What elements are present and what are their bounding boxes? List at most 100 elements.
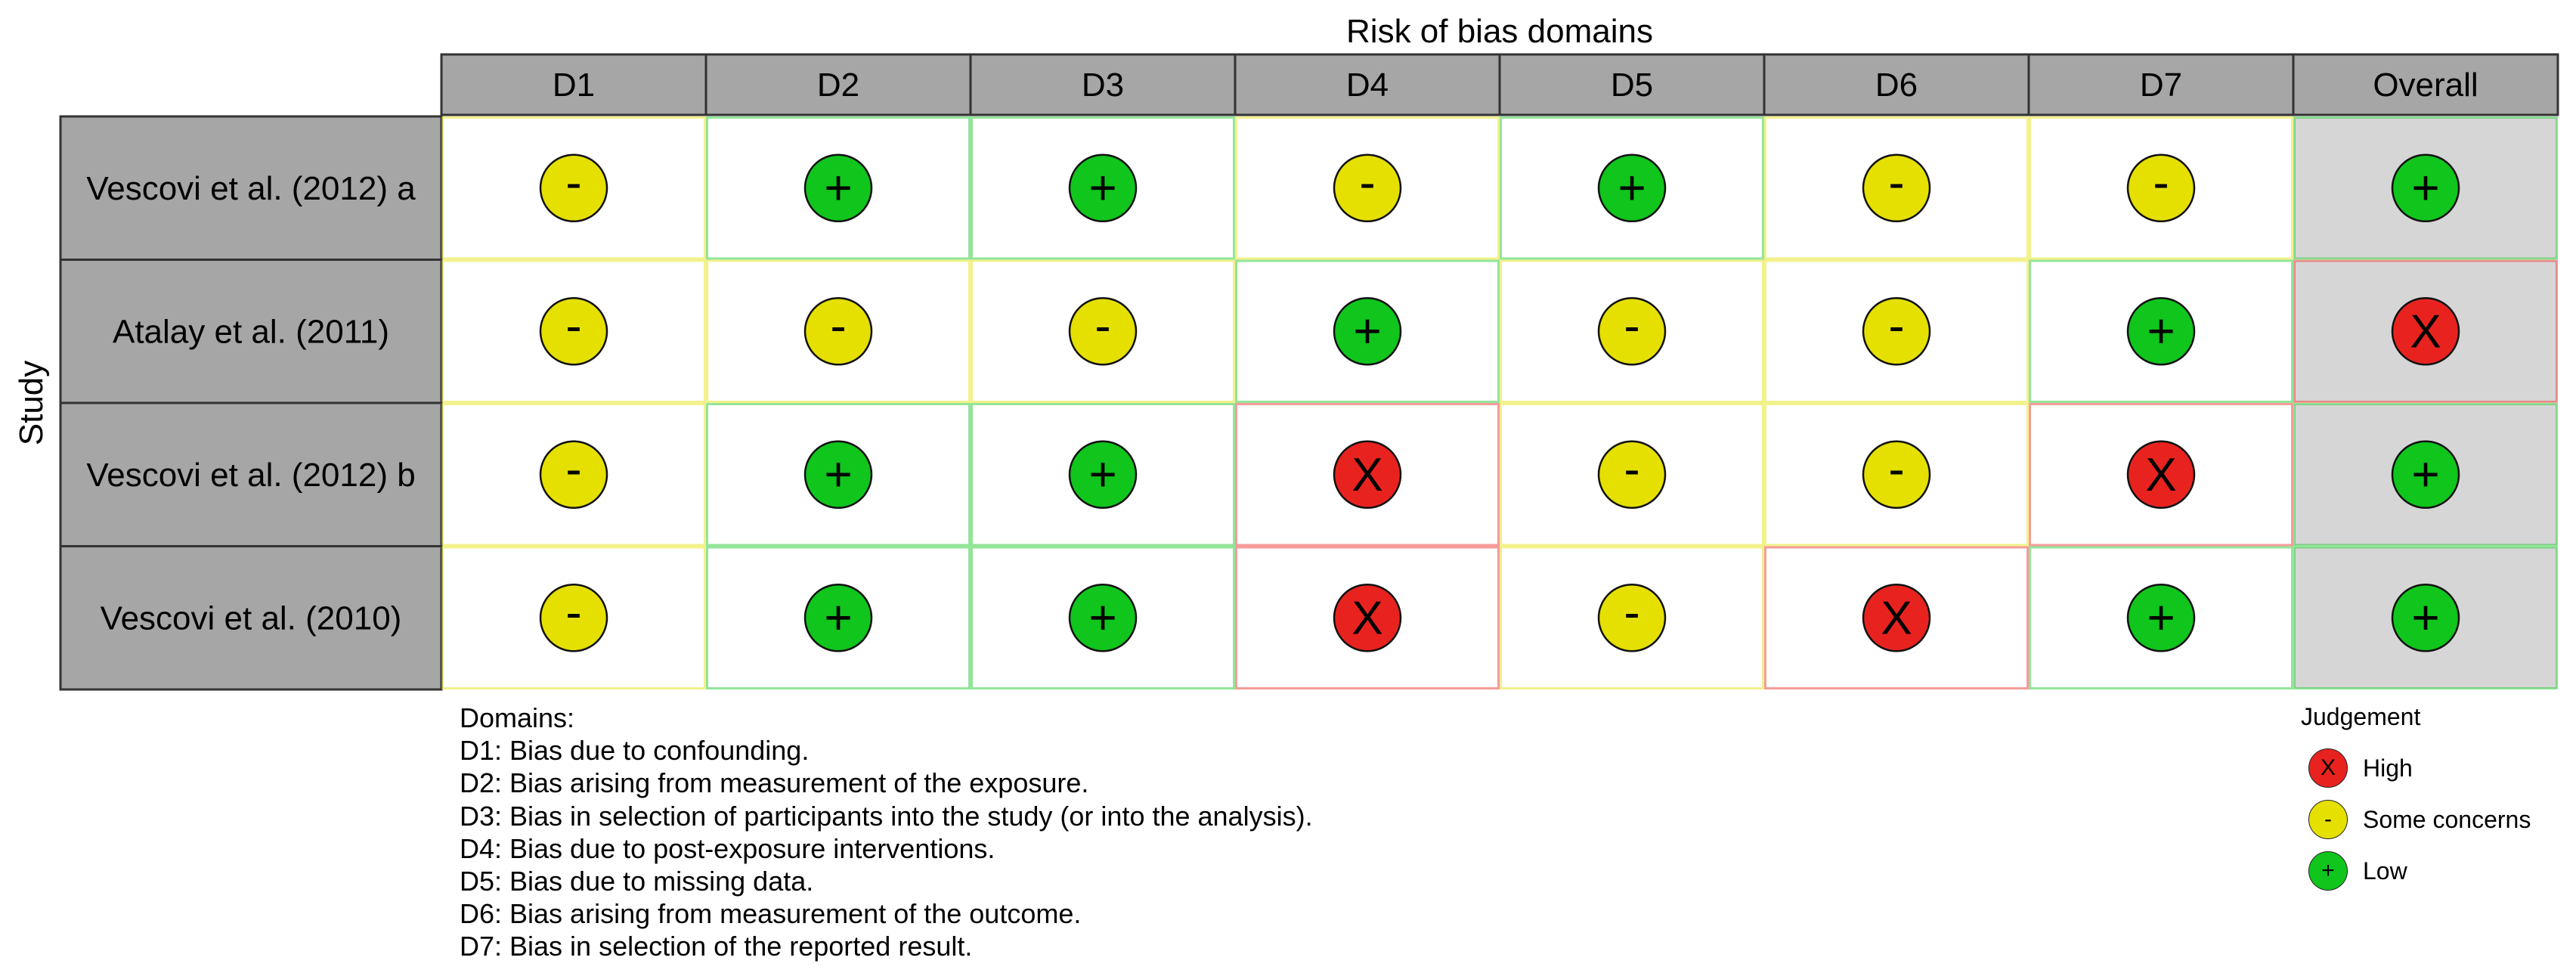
judgement-dot-some-concerns (1597, 440, 1667, 509)
judgement-symbol-high: X (2145, 449, 2176, 501)
domains-legend-item-d3: D3: Bias in selection of participants in… (460, 800, 1313, 832)
judgement-symbol-some-concerns: - (830, 298, 846, 352)
judgement-symbol-low: + (1353, 303, 1381, 358)
judgement-dot-some-concerns (1862, 440, 1931, 509)
judgement-legend-title: Judgement (2301, 703, 2421, 730)
judgement-symbol-some-concerns: - (1359, 155, 1375, 209)
domains-legend-item-d5: D5: Bias due to missing data. (460, 866, 814, 897)
judgement-symbol-high: X (1881, 592, 1912, 644)
column-header-d7 (2027, 53, 2295, 116)
study-label-box (59, 259, 443, 404)
judgement-symbol-high: X (2410, 305, 2441, 358)
judgement-dot-low (2391, 153, 2460, 222)
judgement-dot-some-concerns (2126, 153, 2196, 222)
judgement-dot-some-concerns (1597, 297, 1667, 366)
judgement-dot-some-concerns (803, 297, 873, 366)
chart-title: Risk of bias domains (1346, 13, 1653, 50)
row-axis-label: Study (13, 361, 50, 446)
judgement-legend-label-high: High (2363, 754, 2413, 782)
judgement-symbol-some-concerns: - (1888, 155, 1904, 209)
judgement-legend-label-low: Low (2363, 857, 2407, 885)
judgement-symbol-some-concerns: - (1888, 298, 1904, 352)
judgement-symbol-some-concerns: - (1888, 442, 1904, 496)
judgement-dot-some-concerns (539, 297, 608, 366)
judgement-symbol-low: + (824, 590, 852, 644)
low-risk-icon: + (2308, 851, 2348, 891)
column-header-d2 (704, 53, 972, 116)
column-header-label-d7: D7 (2140, 67, 2182, 104)
judgement-dot-some-concerns (539, 440, 608, 509)
judgement-symbol-low: + (1618, 160, 1646, 215)
study-label: Vescovi et al. (2012) b (86, 457, 415, 494)
judgement-dot-low (2126, 297, 2196, 366)
domains-legend-item-d1: D1: Bias due to confounding. (460, 735, 810, 767)
judgement-symbol-low: + (824, 160, 852, 215)
judgement-symbol-some-concerns: - (565, 584, 581, 639)
column-header-d6 (1763, 53, 2030, 116)
judgement-symbol-low: + (1088, 160, 1116, 215)
column-header-d1 (440, 53, 707, 116)
column-header-d5 (1498, 53, 1766, 116)
domains-legend-heading: Domains: (460, 702, 575, 733)
judgement-dot-some-concerns (1597, 584, 1667, 652)
study-label-box (59, 401, 443, 547)
judgement-dot-low (1333, 297, 1402, 366)
some-concerns-icon: - (2308, 800, 2348, 839)
domains-legend-item-d6: D6: Bias arising from measurement of the… (460, 898, 1082, 930)
domains-legend: Domains: D1: Bias due to confounding. D2… (460, 702, 1593, 963)
column-header-label-d4: D4 (1346, 67, 1389, 104)
judgement-dot-high (1333, 440, 1402, 509)
judgement-dot-some-concerns (1862, 297, 1931, 366)
judgement-symbol-low: + (2411, 160, 2439, 215)
column-header-d3 (969, 53, 1237, 116)
judgement-dot-low (1068, 153, 1138, 222)
judgement-dot-high (1862, 584, 1931, 652)
judgement-symbol-low: + (2147, 303, 2175, 358)
domains-legend-item-d7: D7: Bias in selection of the reported re… (460, 931, 973, 962)
judgement-symbol-some-concerns: - (1624, 584, 1639, 639)
judgement-dot-high (2391, 297, 2460, 366)
cell-d6 (1764, 546, 2029, 689)
column-header-label-d2: D2 (817, 67, 859, 104)
column-header-overall (2292, 53, 2559, 116)
judgement-symbol-some-concerns: - (565, 298, 581, 352)
cell-d7 (2029, 259, 2293, 403)
judgement-symbol-low: + (1088, 590, 1116, 644)
judgement-legend: Judgement X High - Some concerns + Low (2298, 703, 2576, 907)
judgement-symbol-low: + (2411, 590, 2439, 644)
judgement-symbol-low: + (2411, 447, 2439, 501)
column-header-label-d1: D1 (553, 67, 595, 104)
column-header-label-overall: Overall (2373, 67, 2478, 104)
judgement-dot-low (2391, 584, 2460, 652)
judgement-symbol-some-concerns: - (565, 442, 581, 496)
domains-legend-item-d2: D2: Bias arising from measurement of the… (460, 767, 1089, 799)
judgement-dot-low (2126, 584, 2196, 652)
cell-d6 (1764, 403, 2029, 547)
judgement-dot-some-concerns (539, 153, 608, 222)
cell-d4 (1235, 546, 1500, 689)
judgement-dot-low (803, 440, 873, 509)
judgement-symbol-some-concerns: - (1624, 298, 1639, 352)
judgement-symbol-some-concerns: - (565, 155, 581, 209)
study-label: Vescovi et al. (2010) (101, 600, 402, 637)
judgement-dot-low (1068, 584, 1138, 652)
judgement-dot-low (803, 584, 873, 652)
judgement-symbol-some-concerns: - (1094, 298, 1110, 352)
study-label: Vescovi et al. (2012) a (86, 170, 416, 207)
judgement-symbol-high: X (1351, 592, 1382, 644)
judgement-symbol-low: + (824, 447, 852, 501)
judgement-legend-item-low: + Low (2301, 851, 2573, 897)
judgement-dot-some-concerns (1333, 153, 1402, 222)
judgement-dot-high (1333, 584, 1402, 652)
judgement-symbol-some-concerns: - (1624, 442, 1639, 496)
high-risk-icon: X (2308, 748, 2348, 788)
judgement-legend-item-high: X High (2301, 748, 2573, 794)
judgement-dot-some-concerns (1068, 297, 1138, 366)
judgement-symbol-some-concerns: - (2153, 155, 2169, 209)
judgement-legend-item-some-concerns: - Some concerns (2301, 800, 2573, 845)
judgement-dot-low (1597, 153, 1667, 222)
judgement-dot-high (2126, 440, 2196, 509)
judgement-symbol-low: + (1088, 447, 1116, 501)
